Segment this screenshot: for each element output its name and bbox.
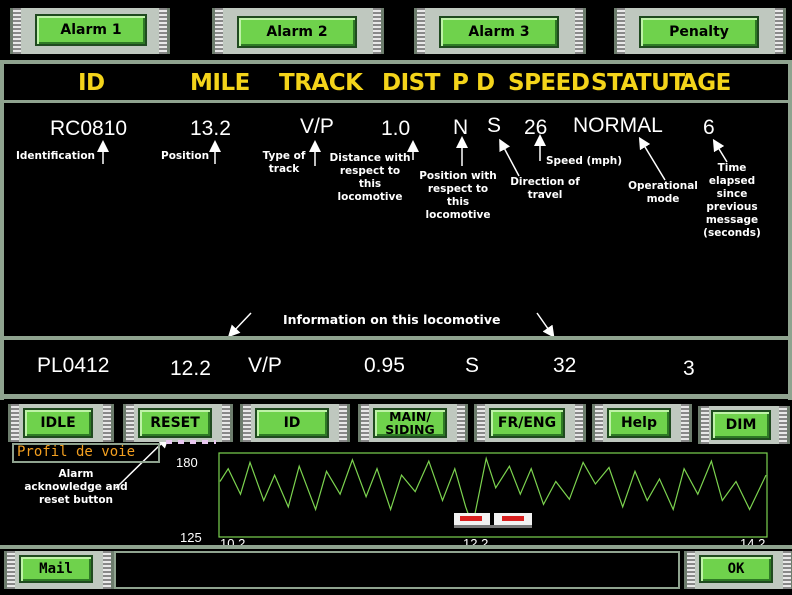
this-loco-track: V/P	[248, 354, 282, 377]
annotation-position: Position	[161, 150, 210, 162]
this-loco-divider-top	[0, 336, 792, 340]
other-loco-track: V/P	[300, 115, 334, 138]
header-mile: MILE	[190, 70, 250, 96]
reset-button[interactable]: RESET	[138, 408, 212, 438]
message-area	[114, 551, 680, 589]
id-button[interactable]: ID	[255, 408, 329, 438]
annotation-direction: Direction of travel	[510, 176, 580, 201]
alarm-3-slot: Alarm 3	[414, 8, 586, 54]
dim-button[interactable]: DIM	[711, 410, 771, 440]
main-siding-slot: MAIN/ SIDING	[358, 404, 468, 442]
other-loco-mile: 13.2	[190, 117, 231, 140]
divider	[0, 60, 792, 64]
header-speed: SPEED	[508, 70, 590, 96]
annotation-reset-note: Alarm acknowledge and reset button	[24, 468, 128, 506]
annotation-time-elapsed: Time elapsed since previous message (sec…	[703, 162, 761, 239]
penalty-slot: Penalty	[614, 8, 786, 54]
mail-slot: Mail	[4, 551, 114, 589]
this-loco-speed: 32	[553, 354, 577, 377]
annotation-this-loco: Information on this locomotive	[283, 312, 501, 327]
profile-title-box: Profil de voie	[12, 443, 160, 463]
header-statut: STATUT	[591, 70, 685, 96]
mail-button[interactable]: Mail	[19, 555, 93, 583]
profile-y-top: 180	[176, 455, 198, 470]
other-loco-position: N	[453, 116, 469, 139]
bottom-divider	[0, 545, 792, 549]
this-loco-mile: 12.2	[170, 357, 211, 380]
dim-slot: DIM	[698, 406, 790, 444]
alarm-1-button[interactable]: Alarm 1	[35, 14, 147, 46]
reset-indicator-dots	[166, 440, 216, 444]
locomotive-icon	[454, 513, 532, 528]
alarm-3-button[interactable]: Alarm 3	[439, 16, 559, 48]
this-loco-age: 3	[683, 357, 695, 380]
fr-eng-slot: FR/ENG	[474, 404, 586, 442]
annotation-mode: Operational mode	[628, 180, 698, 205]
this-loco-divider-bottom	[0, 394, 792, 399]
other-loco-direction: S	[487, 114, 502, 137]
profile-title: Profil de voie	[17, 444, 136, 460]
fr-eng-button[interactable]: FR/ENG	[489, 408, 565, 438]
this-loco-id: PL0412	[37, 354, 110, 377]
annotation-distance: Distance with respect to this locomotive	[329, 152, 411, 203]
profile-frame	[218, 452, 768, 538]
id-slot: ID	[240, 404, 350, 442]
alarm-2-button[interactable]: Alarm 2	[237, 16, 357, 48]
alarm-1-slot: Alarm 1	[10, 8, 170, 54]
other-loco-status: NORMAL	[573, 114, 663, 137]
help-slot: Help	[592, 404, 692, 442]
penalty-button[interactable]: Penalty	[639, 16, 759, 48]
header-d: D	[476, 70, 495, 96]
main-siding-button[interactable]: MAIN/ SIDING	[373, 408, 447, 438]
ok-button[interactable]: OK	[699, 555, 773, 583]
header-divider	[0, 100, 792, 103]
annotation-speed: Speed (mph)	[546, 155, 623, 167]
annotation-type-of-track: Type of track	[262, 150, 306, 175]
other-loco-id: RC0810	[50, 117, 128, 140]
ok-slot: OK	[684, 551, 792, 589]
header-age: AGE	[680, 70, 731, 96]
annotation-identification: Identification	[16, 150, 96, 162]
header-dist: DIST	[382, 70, 440, 96]
idle-button[interactable]: IDLE	[23, 408, 93, 438]
alarm-2-slot: Alarm 2	[212, 8, 384, 54]
profile-line	[219, 456, 767, 529]
other-loco-speed: 26	[524, 116, 548, 139]
other-loco-age: 6	[703, 116, 715, 139]
profile-y-bottom: 125	[180, 530, 202, 545]
reset-slot: RESET	[123, 404, 233, 442]
other-loco-dist: 1.0	[381, 117, 411, 140]
header-track: TRACK	[279, 70, 363, 96]
annotation-position-wrt: Position with respect to this locomotive	[419, 170, 497, 221]
track-profile-chart	[218, 452, 768, 538]
this-loco-dist: 0.95	[364, 354, 405, 377]
help-button[interactable]: Help	[607, 408, 671, 438]
header-p: P	[452, 70, 469, 96]
header-id: ID	[78, 70, 105, 96]
idle-slot: IDLE	[8, 404, 114, 442]
this-loco-direction: S	[465, 354, 480, 377]
